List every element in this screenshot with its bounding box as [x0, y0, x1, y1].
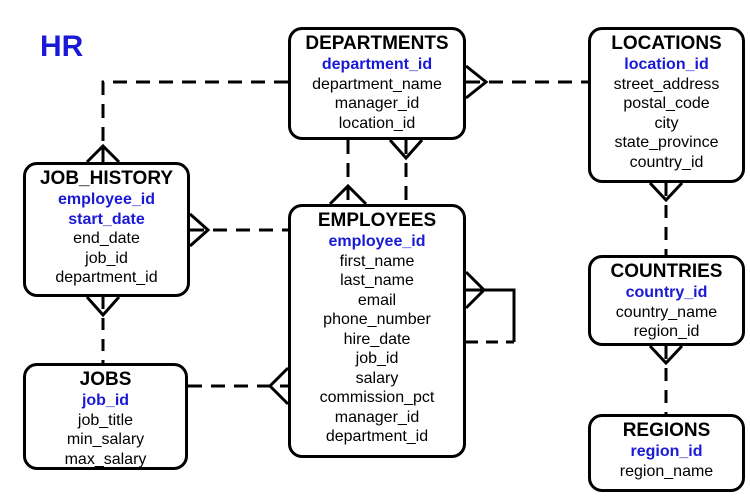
entity-job-history: JOB_HISTORY employee_id start_date end_date… [23, 162, 190, 297]
key-attribute: country_id [625, 284, 708, 301]
entity-countries: COUNTRIES country_id country_name region_id [588, 255, 745, 346]
crowfoot-departments-bottom [388, 139, 424, 161]
crowfoot-jobhistory-right [189, 212, 211, 248]
schema-title: HR [40, 30, 84, 63]
entity-name: REGIONS [622, 420, 711, 441]
rel-employees-self [466, 288, 516, 342]
attribute: postal_code [623, 95, 710, 112]
attribute: job_title [77, 411, 134, 429]
crowfoot-jobhistory-bottom [85, 296, 121, 318]
entity-name: EMPLOYEES [317, 210, 437, 231]
entity-name: JOBS [79, 369, 132, 390]
attribute: max_salary [64, 450, 147, 468]
key-attribute: location_id [624, 56, 709, 73]
entity-name: LOCATIONS [611, 33, 722, 54]
crowfoot-employees-left [267, 366, 290, 406]
attribute: country_name [615, 303, 718, 321]
entity-regions: REGIONS region_id region_name [588, 414, 745, 492]
attribute: salary [355, 369, 399, 387]
attribute: region_name [619, 462, 714, 480]
attribute: last_name [340, 272, 414, 289]
attribute: end_date [73, 230, 140, 247]
attribute: department_name [312, 75, 442, 93]
attribute: state_province [614, 134, 719, 151]
key-attribute: department_id [321, 56, 433, 73]
key-attribute: employee_id [328, 233, 426, 250]
key-attribute: job_id [81, 392, 130, 409]
attribute: email [357, 291, 397, 309]
crowfoot-employees-self [464, 270, 487, 310]
attribute-list: region_id region_name [591, 442, 742, 481]
attribute: phone_number [323, 311, 431, 328]
key-attribute: start_date [68, 210, 145, 228]
crowfoot-countries-bottom [648, 344, 684, 366]
crowfoot-jobhistory-top [85, 143, 121, 164]
attribute-list: job_id job_title min_salary max_salary [26, 391, 185, 469]
crowfoot-locations-bottom [648, 181, 684, 203]
attribute: commission_pct [319, 389, 435, 406]
rel-jobhistory-departments [101, 80, 288, 162]
crowfoot-departments-right [465, 64, 489, 100]
attribute: job_id [85, 249, 128, 267]
key-attribute: employee_id [58, 191, 155, 208]
attribute: department_id [55, 269, 158, 286]
attribute: job_id [355, 350, 399, 367]
attribute: location_id [338, 114, 416, 132]
attribute: country_id [629, 153, 704, 171]
entity-name: JOB_HISTORY [39, 168, 174, 189]
attribute: street_address [613, 75, 720, 93]
key-attribute: region_id [630, 443, 703, 460]
attribute: manager_id [334, 95, 420, 112]
attribute: department_id [325, 428, 429, 445]
attribute: first_name [339, 252, 415, 270]
attribute: manager_id [334, 408, 420, 426]
attribute-list: country_id country_name region_id [591, 283, 742, 342]
attribute: city [654, 114, 679, 132]
entity-name: COUNTRIES [610, 261, 723, 282]
attribute: hire_date [343, 330, 411, 348]
entity-name: DEPARTMENTS [305, 33, 449, 54]
attribute: region_id [633, 323, 700, 340]
entity-jobs: JOBS job_id job_title min_salary max_salary [23, 363, 188, 470]
crowfoot-employees-top [328, 183, 368, 206]
attribute: min_salary [66, 431, 145, 448]
